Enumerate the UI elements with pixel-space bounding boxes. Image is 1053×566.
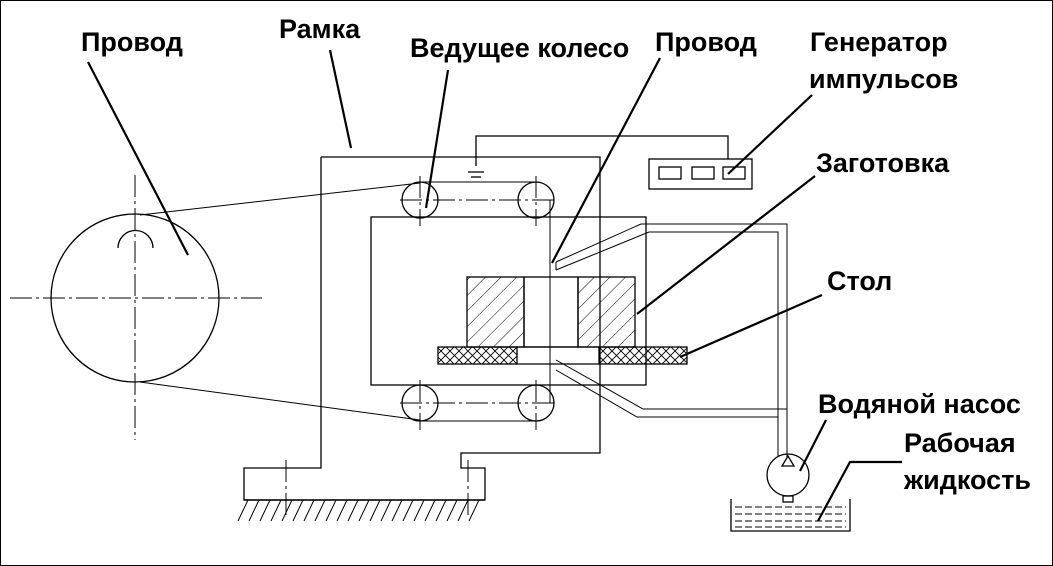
leader-pump	[799, 419, 827, 472]
wire-lower-run	[139, 381, 421, 421]
water-pump	[766, 453, 810, 503]
fluid-pipes	[555, 223, 788, 457]
table-left	[437, 346, 518, 365]
workpiece	[466, 276, 636, 348]
wire-upper-run	[139, 182, 421, 216]
leader-drive-wheel	[424, 69, 450, 209]
upper-wheels	[400, 176, 556, 226]
label-table: Стол	[827, 266, 892, 296]
spool-arc-mark	[117, 229, 154, 249]
frame-outline-right	[321, 156, 601, 469]
workpiece-right	[577, 276, 636, 348]
generator-display-2	[691, 166, 715, 180]
ground-hatch-stroke	[314, 499, 326, 522]
upper-pipe-outer	[555, 223, 788, 457]
lower-wheels	[400, 380, 556, 430]
generator-display-1	[658, 166, 682, 180]
upper-pipe-inner	[555, 231, 779, 457]
ground-hatch-stroke	[336, 499, 348, 522]
lower-pipe-inner	[555, 369, 778, 418]
leader-generator	[727, 94, 813, 175]
pulse-generator	[648, 158, 753, 190]
table-right	[598, 346, 688, 365]
ground-hatch-stroke	[248, 499, 260, 522]
work-table	[437, 346, 688, 365]
ground-hatch-stroke	[358, 499, 370, 522]
ground-hatch-stroke	[380, 499, 392, 522]
ground-hatch-stroke	[270, 499, 282, 522]
leader-workpiece	[636, 175, 816, 315]
label-generator-line1: Генератор	[810, 27, 948, 57]
label-generator-line2: импульсов	[809, 64, 958, 94]
ground-hatch-stroke	[347, 499, 359, 522]
ground-hatch	[237, 499, 485, 522]
generator-box	[648, 158, 753, 190]
leader-wire-center	[551, 57, 661, 264]
ground-hatch-stroke	[402, 499, 414, 522]
lower-pipe-outer	[555, 359, 787, 410]
ground-hatch-stroke	[413, 499, 425, 522]
label-drive-wheel: Ведущее колесо	[410, 33, 629, 63]
pump-inlet	[782, 495, 794, 503]
label-water-pump: Водяной насос	[818, 389, 1021, 419]
ground-hatch-stroke	[468, 499, 480, 522]
ground-hatch-stroke	[369, 499, 381, 522]
ground-hatch-stroke	[303, 499, 315, 522]
workpiece-kerf	[523, 276, 579, 348]
pump-body	[766, 453, 810, 497]
leader-fluid	[817, 460, 902, 522]
ground-hatch-stroke	[292, 499, 304, 522]
pump-arrow	[780, 454, 796, 467]
label-workpiece: Заготовка	[816, 148, 950, 178]
inner-column	[370, 216, 647, 386]
label-wire-center: Провод	[655, 27, 757, 57]
label-fluid-line1: Рабочая	[904, 428, 1016, 458]
label-frame: Рамка	[279, 14, 361, 44]
tank-outline	[730, 499, 851, 532]
fluid-tank	[730, 499, 851, 532]
ground-hatch-stroke	[435, 499, 447, 522]
ground-hatch-stroke	[446, 499, 458, 522]
wire-spool	[10, 175, 421, 440]
label-wire-left: Провод	[81, 27, 183, 57]
leader-wire-left	[87, 61, 189, 256]
ground-hatch-stroke	[457, 499, 469, 522]
workpiece-left	[466, 276, 525, 348]
frame-base-outline	[243, 157, 486, 501]
ground-hatch-stroke	[237, 499, 249, 522]
leader-frame	[328, 49, 353, 149]
leader-lines	[87, 49, 902, 522]
frame	[237, 156, 601, 522]
ground-hatch-stroke	[259, 499, 271, 522]
ground-hatch-stroke	[325, 499, 337, 522]
ground-hatch-stroke	[391, 499, 403, 522]
ground-hatch-stroke	[424, 499, 436, 522]
ground-hatch-stroke	[281, 499, 293, 522]
leader-table	[679, 293, 823, 359]
power-lead	[468, 135, 729, 178]
label-fluid-line2: жидкость	[903, 465, 1031, 495]
generator-cable	[475, 135, 729, 166]
